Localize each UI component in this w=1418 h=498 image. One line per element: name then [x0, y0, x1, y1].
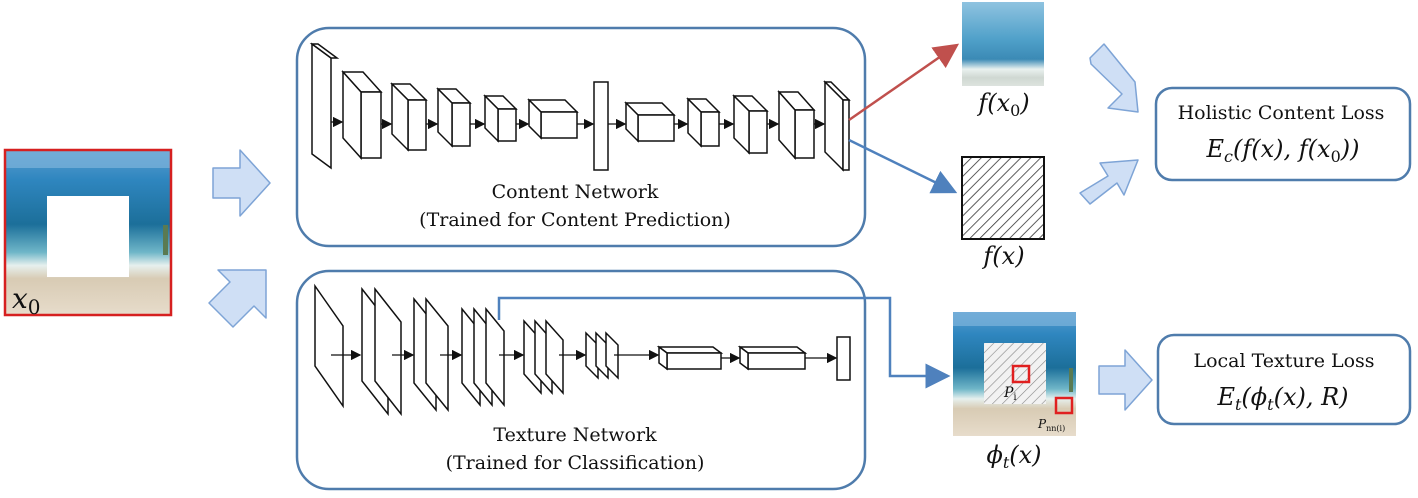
arrow-phi-to-loss: [1098, 349, 1153, 411]
blue-arrow-to-phi: [497, 296, 951, 389]
patch-pi-box: [1011, 364, 1031, 384]
hatched-label: f(x): [981, 242, 1024, 270]
texture-network-subtitle: (Trained for Classification): [446, 452, 705, 474]
holistic-loss-box: Holistic Content Loss Ec(f(x), f(x0)): [1154, 86, 1412, 182]
texture-flow-arrows: [331, 349, 838, 364]
texture-network: Texture Network (Trained for Classificat…: [295, 269, 867, 491]
hatched-fill-region: [984, 343, 1046, 404]
patch-nn-box: [1054, 396, 1074, 415]
red-arrow-to-fx0: [848, 43, 960, 122]
person-figure: [163, 225, 168, 255]
holistic-loss-title: Holistic Content Loss: [1178, 102, 1385, 124]
texture-output-label: ϕt(x): [986, 441, 1041, 472]
texture-loss-title: Local Texture Loss: [1193, 350, 1374, 372]
hatched-patch: f(x): [961, 156, 1045, 270]
texture-output-image: Pi Pnn(i) ϕt(x): [953, 312, 1076, 472]
holistic-loss-formula: Ec(f(x), f(x0)): [1206, 135, 1360, 166]
connector-lines: [497, 43, 960, 389]
texture-loss-formula: Et(ϕt(x), R): [1216, 383, 1348, 414]
predicted-label: f(x0): [976, 89, 1029, 120]
patch-nn-label: Pnn(i): [1037, 417, 1065, 433]
arrow-fx0-to-loss: [1089, 43, 1139, 113]
content-network-title: Content Network: [492, 181, 659, 203]
input-border: [3, 148, 173, 317]
predicted-patch: f(x0): [962, 2, 1044, 120]
texture-network-title: Texture Network: [493, 424, 657, 446]
content-layers: [309, 42, 851, 172]
content-network-subtitle: (Trained for Content Prediction): [419, 209, 731, 231]
input-image: x0: [3, 148, 173, 319]
patch-pi-label: Pi: [1003, 385, 1017, 403]
texture-loss-box: Local Texture Loss Et(ϕt(x), R): [1156, 333, 1412, 426]
content-flow-arrows: [331, 116, 826, 130]
input-to-texture-arrow: [208, 269, 267, 328]
blue-arrow-to-fx: [848, 138, 958, 194]
texture-layers: [314, 283, 851, 417]
input-label: x0: [12, 282, 41, 319]
masked-region: [47, 196, 129, 277]
content-network: Content Network (Trained for Content Pre…: [295, 26, 867, 248]
content-network-box: [295, 26, 867, 248]
arrow-fx-to-loss: [1079, 159, 1139, 205]
input-to-content-arrow: [212, 149, 271, 217]
